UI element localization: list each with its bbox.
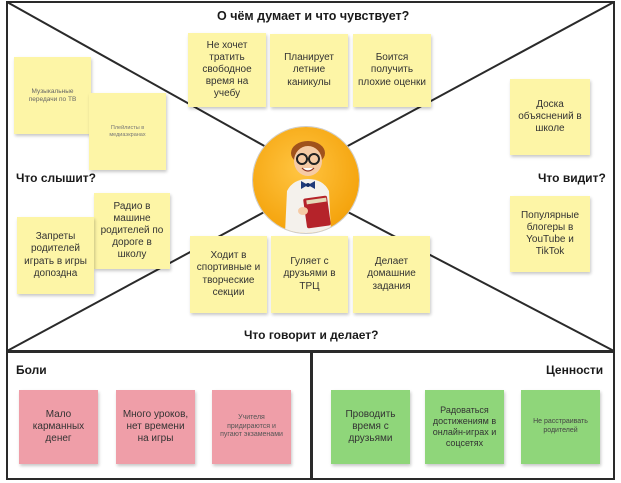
sticky-note-text: Делает домашние задания bbox=[367, 256, 416, 292]
sticky-note-hears-3[interactable]: Радио в машине родителей по дороге в шко… bbox=[94, 193, 170, 269]
gains-frame bbox=[311, 351, 615, 480]
sticky-note-text: Не хочет тратить свободное время на учеб… bbox=[202, 39, 252, 100]
label-gains: Ценности bbox=[546, 363, 604, 377]
sticky-note-text: Гуляет с друзьями в ТРЦ bbox=[283, 256, 336, 292]
sticky-note-text: Плейлисты в медиаэкранах bbox=[109, 124, 146, 138]
sticky-note-text: Запреты родителей играть в игры допоздна bbox=[24, 231, 87, 279]
sticky-note-says-3[interactable]: Делает домашние задания bbox=[353, 236, 430, 313]
sticky-note-text: Радоваться достижениям в онлайн-играх и … bbox=[432, 405, 497, 448]
boy-with-books-icon bbox=[285, 141, 331, 233]
sticky-note-hears-4[interactable]: Запреты родителей играть в игры допоздна bbox=[17, 217, 94, 294]
sticky-note-sees-1[interactable]: Доска объяснений в школе bbox=[510, 79, 590, 155]
diagonal-bottom-right bbox=[343, 209, 615, 352]
sticky-note-pains-2[interactable]: Много уроков, нет времени на игры bbox=[116, 390, 195, 464]
sticky-note-thinks-2[interactable]: Планирует летние каникулы bbox=[270, 34, 348, 107]
diagonal-top-left bbox=[6, 1, 269, 149]
sticky-note-gains-2[interactable]: Радоваться достижениям в онлайн-играх и … bbox=[425, 390, 504, 464]
sticky-note-hears-2[interactable]: Плейлисты в медиаэкранах bbox=[89, 93, 166, 170]
label-says-does: Что говорит и делает? bbox=[244, 328, 379, 342]
sticky-note-text: Мало карманных денег bbox=[32, 408, 85, 445]
sticky-note-pains-3[interactable]: Учителя придираются и пугают экзаменами bbox=[212, 390, 291, 464]
sticky-note-text: Музыкальные передачи по ТВ bbox=[28, 87, 77, 103]
sticky-note-text: Доска объяснений в школе bbox=[518, 98, 582, 135]
sticky-note-gains-3[interactable]: Не расстраивать родителей bbox=[521, 390, 600, 464]
diagonal-top-right bbox=[343, 1, 615, 149]
sticky-note-text: Проводить время с друзьями bbox=[345, 408, 396, 445]
sticky-note-pains-1[interactable]: Мало карманных денег bbox=[19, 390, 98, 464]
persona-avatar bbox=[253, 127, 359, 233]
sticky-note-text: Учителя придираются и пугают экзаменами bbox=[220, 414, 283, 439]
sticky-note-says-2[interactable]: Гуляет с друзьями в ТРЦ bbox=[271, 236, 348, 313]
sticky-note-says-1[interactable]: Ходит в спортивные и творческие секции bbox=[190, 236, 267, 313]
sticky-note-thinks-1[interactable]: Не хочет тратить свободное время на учеб… bbox=[188, 33, 266, 107]
label-sees: Что видит? bbox=[538, 171, 606, 185]
sticky-note-thinks-3[interactable]: Боится получить плохие оценки bbox=[353, 34, 431, 107]
diagonal-bottom-left bbox=[6, 209, 269, 352]
sticky-note-text: Популярные блогеры в YouTube и TikTok bbox=[520, 209, 580, 258]
sticky-note-text: Боится получить плохие оценки bbox=[358, 52, 426, 88]
label-hears: Что слышит? bbox=[16, 171, 96, 185]
sticky-note-gains-1[interactable]: Проводить время с друзьями bbox=[331, 390, 410, 464]
sticky-note-text: Ходит в спортивные и творческие секции bbox=[196, 250, 261, 298]
label-thinks-feels: О чём думает и что чувствует? bbox=[217, 9, 410, 23]
sticky-note-text: Много уроков, нет времени на игры bbox=[122, 408, 189, 445]
sticky-note-hears-1[interactable]: Музыкальные передачи по ТВ bbox=[14, 57, 91, 134]
sticky-note-sees-2[interactable]: Популярные блогеры в YouTube и TikTok bbox=[510, 196, 590, 272]
sticky-note-text: Не расстраивать родителей bbox=[533, 418, 588, 434]
sticky-note-text: Планирует летние каникулы bbox=[284, 52, 334, 88]
sticky-note-text: Радио в машине родителей по дороге в шко… bbox=[100, 200, 164, 261]
label-pains: Боли bbox=[16, 363, 47, 377]
